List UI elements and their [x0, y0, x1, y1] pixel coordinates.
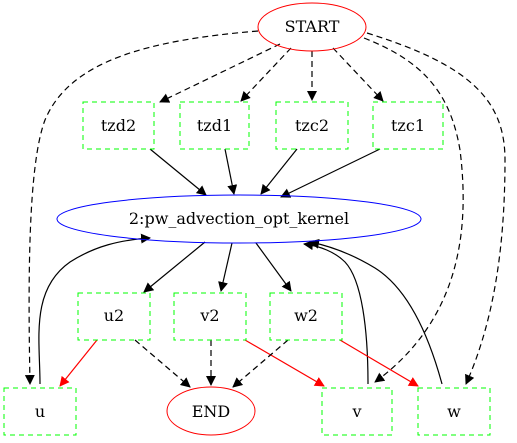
node-v[interactable]: v [321, 387, 393, 436]
edge-start-tzd1 [240, 47, 292, 102]
edge-v-kernel [303, 240, 369, 385]
node-tzd1[interactable]: tzd1 [179, 101, 250, 150]
node-v2-label: v2 [199, 306, 219, 325]
node-start[interactable]: START [257, 2, 367, 52]
node-tzc1-label: tzc1 [391, 116, 425, 135]
node-v-label: v [351, 402, 361, 421]
edge-u2-end [134, 339, 191, 388]
node-u2[interactable]: u2 [77, 292, 151, 341]
node-end[interactable]: END [166, 386, 256, 436]
edge-tzd2-kernel [149, 148, 207, 196]
edge-tzc2-kernel [260, 148, 298, 195]
node-v2[interactable]: v2 [173, 292, 247, 341]
edge-w2-w [339, 339, 419, 387]
edge-tzd1-kernel [224, 148, 238, 195]
edge-u-kernel [38, 233, 151, 385]
edge-kernel-w2 [255, 242, 292, 292]
edge-w-kernel [309, 238, 443, 385]
node-u2-label: u2 [104, 306, 124, 325]
edge-tzc1-kernel [280, 148, 381, 198]
edge-w2-end [232, 339, 289, 388]
edge-v2-v [244, 339, 325, 387]
edge-kernel-v2 [218, 242, 233, 292]
node-tzc2[interactable]: tzc2 [275, 101, 349, 150]
edge-start-w [366, 32, 506, 385]
node-tzd2[interactable]: tzd2 [82, 101, 155, 150]
node-w-label: w [447, 402, 461, 421]
node-kernel[interactable]: 2:pw_advection_opt_kernel [56, 194, 422, 244]
edges [24, 30, 506, 388]
edge-start-tzc1 [332, 47, 384, 102]
nodes: START tzd2 tzd1 tzc2 tzc1 2:pw_advection… [3, 2, 491, 436]
node-start-label: START [285, 17, 340, 36]
node-tzd2-label: tzd2 [101, 116, 136, 135]
edge-start-u [24, 30, 259, 385]
edge-start-tzd2 [159, 43, 281, 103]
edge-kernel-u2 [143, 241, 206, 293]
node-kernel-label: 2:pw_advection_opt_kernel [129, 209, 349, 228]
node-w2-label: w2 [294, 306, 318, 325]
node-tzc2-label: tzc2 [295, 116, 329, 135]
edge-u2-u [59, 339, 98, 387]
node-end-label: END [192, 402, 231, 421]
edge-start-v [363, 37, 464, 383]
node-tzd1-label: tzd1 [197, 116, 232, 135]
node-u[interactable]: u [3, 387, 77, 436]
node-w2[interactable]: w2 [269, 292, 343, 341]
node-u-label: u [35, 402, 45, 421]
node-tzc1[interactable]: tzc1 [372, 101, 444, 150]
node-w[interactable]: w [417, 387, 491, 436]
